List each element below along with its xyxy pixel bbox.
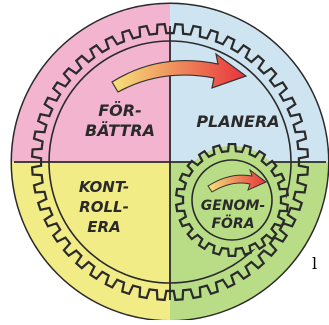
label-line: KONT- — [79, 178, 129, 196]
label-line: PLANERA — [196, 112, 279, 131]
side-marker-text: l — [312, 254, 317, 273]
label-line: ERA — [87, 218, 120, 236]
label-line: FÖR- — [98, 101, 142, 120]
label-line: GENOM- — [201, 198, 266, 214]
label-line: ROLL- — [79, 198, 129, 216]
label-planera: PLANERA — [196, 112, 279, 131]
label-line: BÄTTRA — [85, 121, 155, 140]
label-line: FÖRA — [211, 214, 254, 232]
